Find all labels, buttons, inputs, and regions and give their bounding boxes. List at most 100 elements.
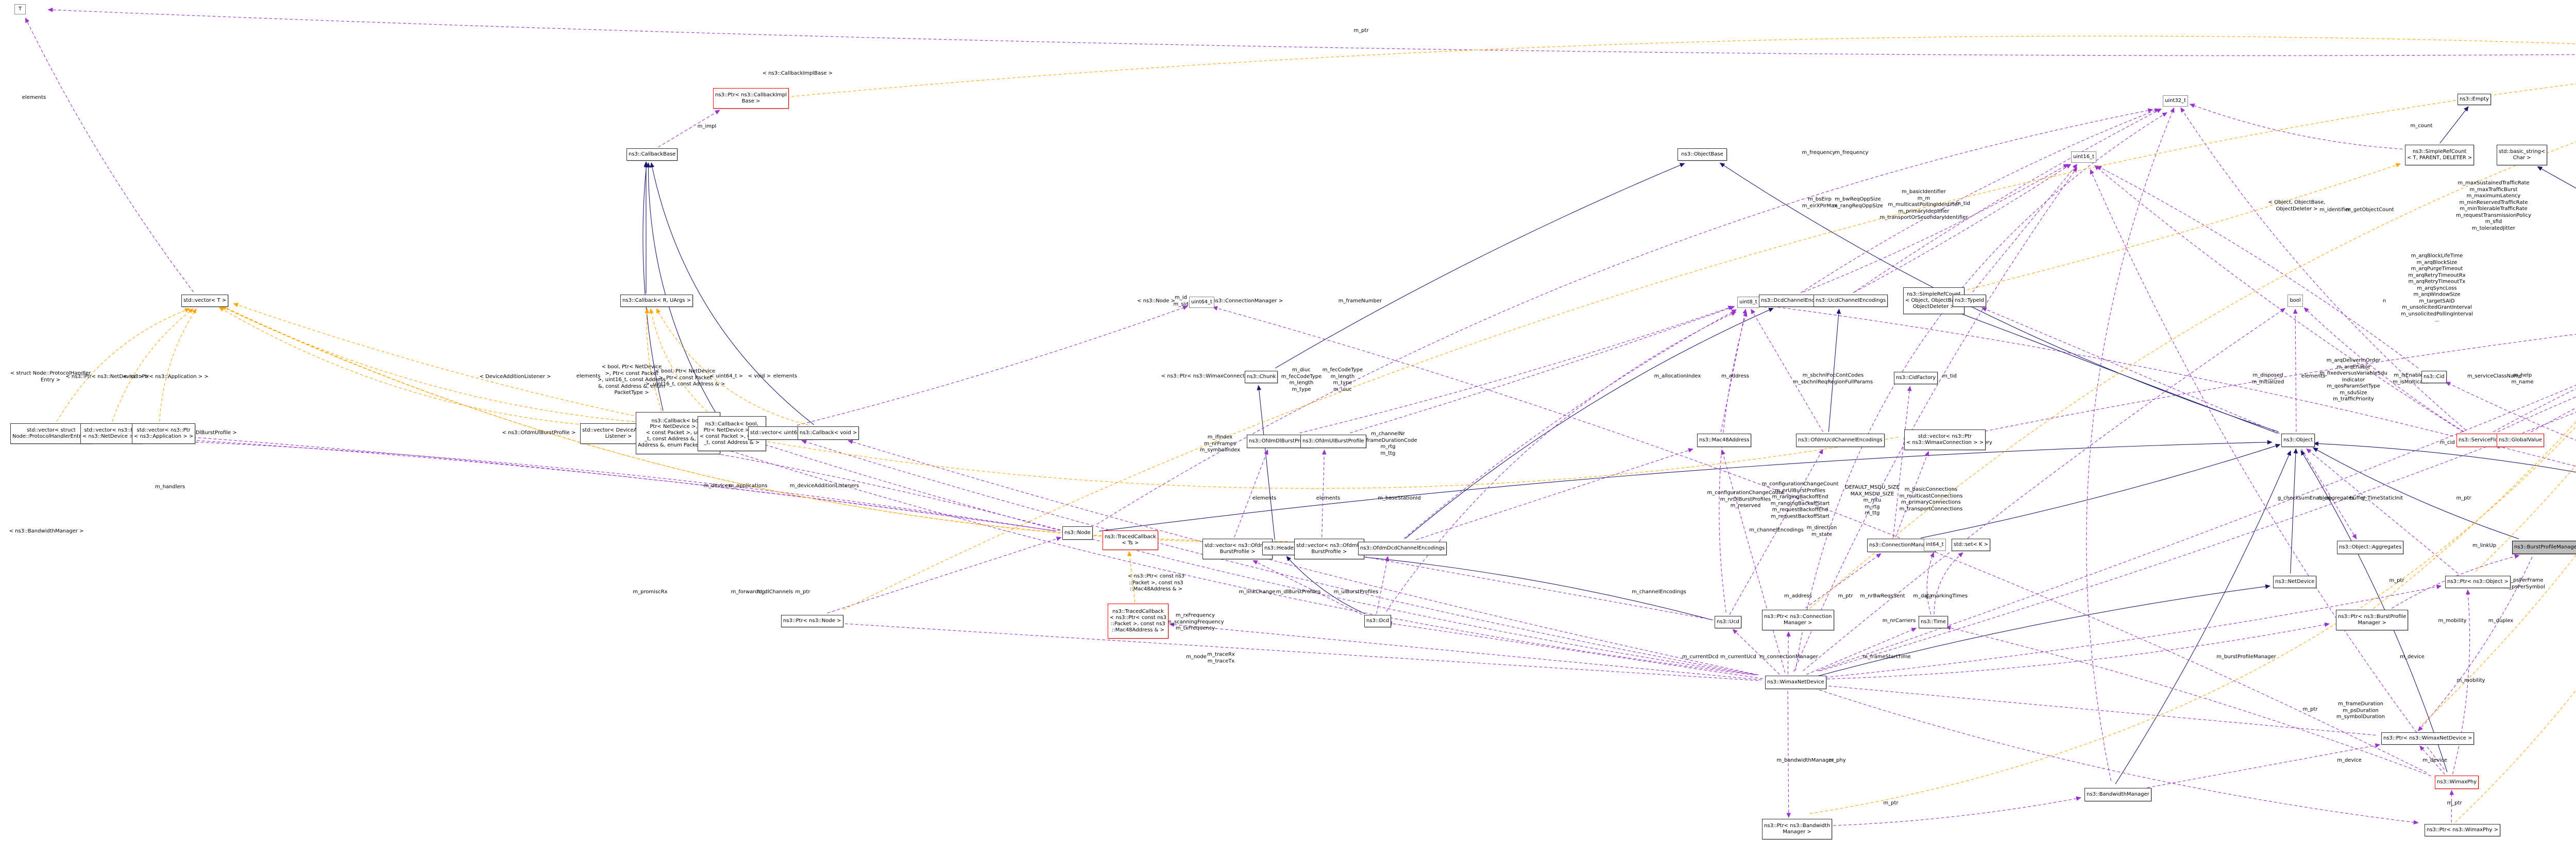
class-node-ofdmUlBurstProfile[interactable]: ns3::OfdmUlBurstProfile [1300, 435, 1366, 448]
edge-wimaxNetDevice-vectorUint64 [801, 439, 1757, 676]
edge-ofdmDcdChannelEncodings-mac48 [1416, 448, 1693, 540]
edge-dcd-vectorOfdmDl [1252, 560, 1362, 615]
edge-bandwidthManager-object [2115, 450, 2291, 784]
class-node-ptrCallbackImplBase[interactable]: ns3::Ptr< ns3::CallbackImpl Base > [713, 88, 789, 109]
class-node-serviceFlow[interactable]: ns3::ServiceFlow [2456, 434, 2504, 447]
edge-ucdChannelEncodings-uint32 [1853, 108, 2162, 293]
edge-dcd-uint8 [1386, 312, 1737, 612]
class-node-ofdmDcdChannelEncodings[interactable]: ns3::OfdmDcdChannelEncodings [1358, 542, 1447, 555]
edge-vectorPtrNetDevice-vectorT [112, 308, 194, 422]
edge-node-object [1099, 440, 2273, 531]
class-node-ptrNode[interactable]: ns3::Ptr< ns3::Node > [781, 615, 843, 627]
edge-bandwidthManager-ptrWimaxNetDevice [2137, 743, 2381, 790]
class-node-object[interactable]: ns3::Object [2281, 434, 2315, 447]
edge-connectionManager-vectorPtrWimaxConn [1895, 451, 1929, 537]
edge-ptrNode-ptrT [843, 83, 2576, 610]
edge-header-chunk [1257, 385, 1275, 540]
edge-stdString-basicString [2537, 166, 2576, 189]
edge-wimaxNetDevice-callbackVoid [848, 439, 1759, 676]
class-node-globalValue[interactable]: ns3::GlobalValue [2497, 434, 2545, 447]
class-node-vectorPtrApplication[interactable]: std::vector< ns3::Ptr < ns3::Application… [132, 423, 196, 444]
class-node-simpleRefCountT[interactable]: ns3::SimpleRefCount < T, PARENT, DELETER… [2405, 145, 2475, 165]
edge-object-objectAggregates [2301, 449, 2357, 540]
class-node-chunk[interactable]: ns3::Chunk [1245, 371, 1278, 383]
edge-ptrWimaxNetDevice-ptrT [2421, 554, 2576, 725]
class-node-vectorT[interactable]: std::vector< T > [181, 295, 229, 307]
edge-wimaxNetDevice-dcd [1386, 621, 1763, 679]
edge-callbackMed-callbackRUArgs [649, 308, 711, 416]
class-node-dcd[interactable]: ns3::Dcd [1364, 615, 1392, 627]
class-node-bandwidthManager[interactable]: ns3::BandwidthManager [2084, 788, 2151, 801]
class-node-T[interactable]: T [14, 4, 26, 14]
class-node-node[interactable]: ns3::Node [1062, 526, 1093, 540]
class-node-mac48[interactable]: ns3::Mac48Address [1697, 434, 1752, 447]
edge-wimaxNetDevice-uint32 [1795, 112, 2167, 671]
class-node-ofdmUcd[interactable]: ns3::OfdmUcdChannelEncodings [1796, 434, 1885, 447]
class-node-tracedCallbackInst[interactable]: ns3::TracedCallback < ns3::Ptr< const ns… [1108, 604, 1168, 639]
class-node-vectorOfdmDl[interactable]: std::vector< ns3::OfdmDl BurstProfile > [1202, 539, 1273, 559]
class-node-ucd[interactable]: ns3::Ucd [1715, 616, 1741, 628]
edge-time-int64 [1926, 552, 1935, 615]
edge-wimaxNetDevice-ptrObject [1815, 585, 2442, 679]
edge-connectionManager-object [1920, 443, 2281, 539]
edge-wimaxNetDevice-uint16 [1793, 167, 2078, 672]
class-node-callbackRUArgs[interactable]: ns3::Callback< R, UArgs > [620, 295, 693, 307]
class-node-ptrWimaxNetDevice[interactable]: ns3::Ptr< ns3::WimaxNetDevice > [2381, 732, 2475, 745]
class-node-ptrWimaxPhy[interactable]: ns3::Ptr< ns3::WimaxPhy > [2425, 824, 2500, 836]
edge-vectorProtocolHandler-vectorT [56, 308, 190, 422]
class-node-ptrBurstProfileManager[interactable]: ns3::Ptr< ns3::BurstProfile Manager > [2336, 610, 2409, 630]
class-node-ptrConnectionManager[interactable]: ns3::Ptr< ns3::Connection Manager > [1762, 610, 1834, 630]
edge-ptrCallbackImplBase-ptrT [781, 36, 2576, 98]
class-node-ptrBandwidthManager[interactable]: ns3::Ptr< ns3::Bandwidth Manager > [1762, 819, 1833, 839]
edge-vectorT-T [25, 18, 194, 293]
class-node-vectorOfdmUl[interactable]: std::vector< ns3::OfdmUl BurstProfile > [1294, 539, 1364, 559]
edge-cid-uint16 [2096, 165, 2419, 369]
class-node-callbackVoid[interactable]: ns3::Callback< void > [798, 426, 859, 440]
edge-dcd-ofdmDcdChannelEncodings [1376, 556, 1389, 614]
class-node-wimaxPhy[interactable]: ns3::WimaxPhy [2435, 776, 2479, 789]
class-node-ucdChannelEncodings[interactable]: ns3::UcdChannelEncodings [1814, 295, 1888, 307]
edge-serviceFlow-uint32 [2180, 107, 2466, 431]
class-node-int64[interactable]: int64_t [1924, 539, 1946, 551]
class-node-uint32[interactable]: uint32_t [2163, 95, 2189, 107]
class-node-empty[interactable]: ns3::Empty [2458, 94, 2491, 105]
class-node-uint8[interactable]: uint8_t [1737, 297, 1759, 308]
edge-vectorPtrWimaxConn-vectorT [233, 303, 1899, 489]
edge-wimaxNetDevice-mac48 [1721, 449, 1786, 673]
edge-callbackBase-ptrCallbackImplBase [658, 110, 720, 148]
class-node-bool[interactable]: bool [2287, 295, 2303, 307]
class-node-objectBase[interactable]: ns3::ObjectBase [1677, 148, 1727, 161]
class-node-setK[interactable]: std::set< K > [1952, 539, 1991, 551]
edge-wimaxNetDevice-ucd [1732, 629, 1780, 675]
class-node-tracedCallbackTs[interactable]: ns3::TracedCallback < Ts > [1103, 530, 1158, 550]
edge-object-simpleRefCountObj [1952, 310, 2278, 434]
class-node-vectorPtrNetDevice[interactable]: std::vector< ns3::Ptr < ns3::NetDevice >… [80, 423, 142, 444]
class-node-typeId[interactable]: ns3::TypeId [1953, 295, 1986, 307]
class-node-netDevice[interactable]: ns3::NetDevice [2273, 576, 2317, 588]
edge-callbackVoid-callbackRUArgs [656, 308, 809, 426]
class-node-uint16[interactable]: uint16_t [2071, 151, 2097, 163]
class-node-header[interactable]: ns3::Header [1262, 542, 1298, 555]
edge-callbackVoid-callbackBase [650, 162, 815, 425]
edge-vectorOfdmDl-vectorT [219, 305, 1199, 542]
class-node-objectAggregates[interactable]: ns3::Object::Aggregates [2337, 541, 2404, 554]
edge-ofdmUcd-uint8 [1751, 308, 1824, 433]
class-node-cid[interactable]: ns3::Cid [2421, 371, 2447, 383]
class-node-callbackBase[interactable]: ns3::CallbackBase [626, 148, 678, 161]
class-node-time[interactable]: ns3::Time [1919, 616, 1948, 628]
class-node-vectorProtocolHandler[interactable]: std::vector< struct Node::ProtocolHandle… [10, 423, 92, 444]
edge-burstProfileManager-object [2312, 448, 2519, 539]
class-node-callbackMed[interactable]: ns3::Callback< bool, Ptr< NetDevice >, P… [698, 416, 766, 451]
edge-serviceFlow-uint8 [1761, 303, 2453, 437]
edge-ptrBandwidthManager-ptrT [1809, 426, 2576, 814]
class-node-wimaxNetDevice[interactable]: ns3::WimaxNetDevice [1765, 676, 1826, 689]
class-node-ptrObject[interactable]: ns3::Ptr< ns3::Object > [2445, 576, 2511, 588]
edge-wimaxNetDevice-ptrNode [832, 621, 1758, 681]
edge-serviceFlow-bool [2303, 307, 2465, 433]
edge-wimaxConnection-object [2313, 441, 2576, 473]
class-node-vectorPtrWimaxConn[interactable]: std::vector< ns3::Ptr < ns3::WimaxConnec… [1904, 430, 1986, 450]
class-node-uint64[interactable]: uint64_t [1189, 297, 1215, 308]
class-node-basicString[interactable]: std::basic_string< Char > [2497, 145, 2548, 165]
class-node-cidFactory[interactable]: ns3::CidFactory [1894, 372, 1938, 384]
edge-ptrNode-node [827, 537, 1062, 614]
